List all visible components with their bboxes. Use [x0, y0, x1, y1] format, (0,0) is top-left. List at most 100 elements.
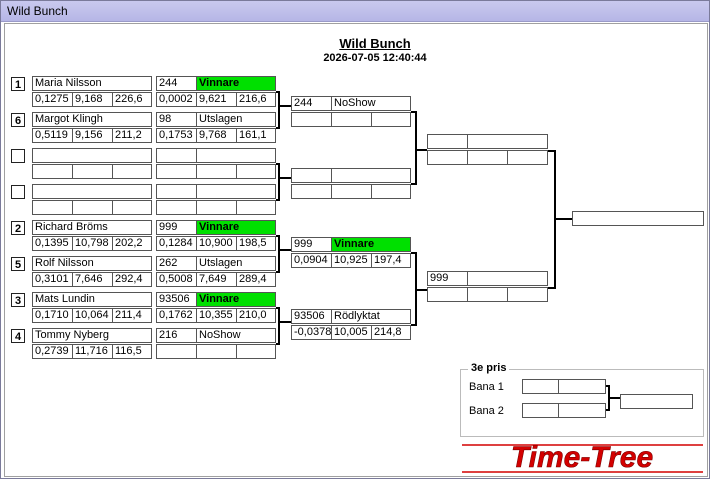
time-tree-logo: Time-Tree — [462, 441, 703, 474]
page-title: Wild Bunch — [339, 36, 411, 51]
speed: 202,2 — [112, 236, 152, 251]
bracket-line — [548, 150, 556, 152]
racer-name[interactable] — [32, 184, 152, 199]
racer-name[interactable]: Tommy Nyberg — [32, 328, 152, 343]
elapsed-time: 10,355 — [196, 308, 237, 323]
speed: 197,4 — [371, 253, 411, 268]
bracket-line — [411, 111, 417, 113]
bracket-line — [411, 324, 417, 326]
elapsed-time — [467, 150, 508, 165]
speed: 211,4 — [112, 308, 152, 323]
lane2-status[interactable] — [558, 403, 606, 418]
reaction-time — [32, 164, 73, 179]
racer-number[interactable]: 999 — [156, 220, 197, 235]
elapsed-time: 7,649 — [196, 272, 237, 287]
elapsed-time: 9,768 — [196, 128, 237, 143]
bracket-area: Wild Bunch 2026-07-05 12:40:44 1 Maria Ni… — [4, 23, 708, 477]
lane1-label: Bana 1 — [469, 381, 504, 393]
race-status[interactable] — [196, 148, 276, 163]
speed: 214,8 — [371, 325, 411, 340]
speed: 226,6 — [112, 92, 152, 107]
third-prize-winner[interactable] — [620, 394, 693, 409]
race-status[interactable]: Vinnare — [196, 76, 276, 91]
elapsed-time — [72, 164, 113, 179]
racer-name[interactable] — [32, 148, 152, 163]
bracket-line — [278, 321, 291, 323]
race-status[interactable]: NoShow — [331, 96, 411, 111]
race-status[interactable]: Utslagen — [196, 256, 276, 271]
race-status[interactable]: Rödlyktat — [331, 309, 411, 324]
seed-badge: 6 — [11, 113, 25, 127]
speed — [371, 184, 411, 199]
reaction-time — [156, 344, 197, 359]
racer-number[interactable] — [156, 148, 197, 163]
racer-number[interactable] — [156, 184, 197, 199]
speed — [507, 150, 548, 165]
bracket-line — [415, 289, 427, 291]
seed-badge: 3 — [11, 293, 25, 307]
reaction-time — [427, 150, 468, 165]
elapsed-time: 10,925 — [331, 253, 372, 268]
race-status[interactable]: Vinnare — [196, 292, 276, 307]
lane2-num[interactable] — [522, 403, 559, 418]
elapsed-time — [72, 200, 113, 215]
racer-number[interactable]: 93506 — [156, 292, 197, 307]
lane1-num[interactable] — [522, 379, 559, 394]
window-title: Wild Bunch — [7, 4, 68, 18]
racer-number[interactable]: 244 — [156, 76, 197, 91]
racer-name[interactable]: Maria Nilsson — [32, 76, 152, 91]
reaction-time: 0,1753 — [156, 128, 197, 143]
reaction-time — [156, 164, 197, 179]
elapsed-time: 9,168 — [72, 92, 113, 107]
third-prize-title: 3e pris — [468, 362, 510, 374]
speed: 116,5 — [112, 344, 152, 359]
reaction-time — [291, 112, 332, 127]
racer-number[interactable]: 999 — [427, 271, 468, 286]
race-status[interactable] — [331, 168, 411, 183]
racer-number[interactable] — [427, 134, 468, 149]
lane2-label: Bana 2 — [469, 405, 504, 417]
race-status[interactable] — [196, 184, 276, 199]
speed: 211,2 — [112, 128, 152, 143]
logo-text: Time-Tree — [511, 441, 653, 474]
racer-number[interactable]: 216 — [156, 328, 197, 343]
race-status[interactable]: Utslagen — [196, 112, 276, 127]
racer-number[interactable] — [291, 168, 332, 183]
speed — [236, 164, 276, 179]
race-status[interactable]: Vinnare — [196, 220, 276, 235]
final-winner[interactable] — [572, 211, 704, 226]
racer-name[interactable]: Mats Lundin — [32, 292, 152, 307]
racer-number[interactable]: 93506 — [291, 309, 332, 324]
elapsed-time: 9,621 — [196, 92, 237, 107]
racer-name[interactable]: Rolf Nilsson — [32, 256, 152, 271]
seed-badge: 1 — [11, 77, 25, 91]
racer-number[interactable]: 999 — [291, 237, 332, 252]
elapsed-time: 11,716 — [72, 344, 113, 359]
reaction-time: 0,1275 — [32, 92, 73, 107]
race-status[interactable] — [467, 134, 548, 149]
elapsed-time: 10,064 — [72, 308, 113, 323]
racer-number[interactable]: 262 — [156, 256, 197, 271]
racer-number[interactable]: 98 — [156, 112, 197, 127]
racer-number[interactable]: 244 — [291, 96, 332, 111]
speed — [112, 200, 152, 215]
speed: 161,1 — [236, 128, 276, 143]
speed — [236, 200, 276, 215]
page-datetime: 2026-07-05 12:40:44 — [323, 52, 427, 64]
speed — [112, 164, 152, 179]
racer-name[interactable]: Margot Klingh — [32, 112, 152, 127]
elapsed-time — [331, 184, 372, 199]
race-status[interactable]: Vinnare — [331, 237, 411, 252]
reaction-time — [156, 200, 197, 215]
reaction-time: 0,5119 — [32, 128, 73, 143]
reaction-time: 0,1284 — [156, 236, 197, 251]
race-status[interactable] — [467, 271, 548, 286]
title-bar: Wild Bunch — [1, 1, 709, 22]
racer-name[interactable]: Richard Bröms — [32, 220, 152, 235]
race-status[interactable]: NoShow — [196, 328, 276, 343]
lane1-status[interactable] — [558, 379, 606, 394]
reaction-time: 0,2739 — [32, 344, 73, 359]
speed: 198,5 — [236, 236, 276, 251]
reaction-time — [32, 200, 73, 215]
